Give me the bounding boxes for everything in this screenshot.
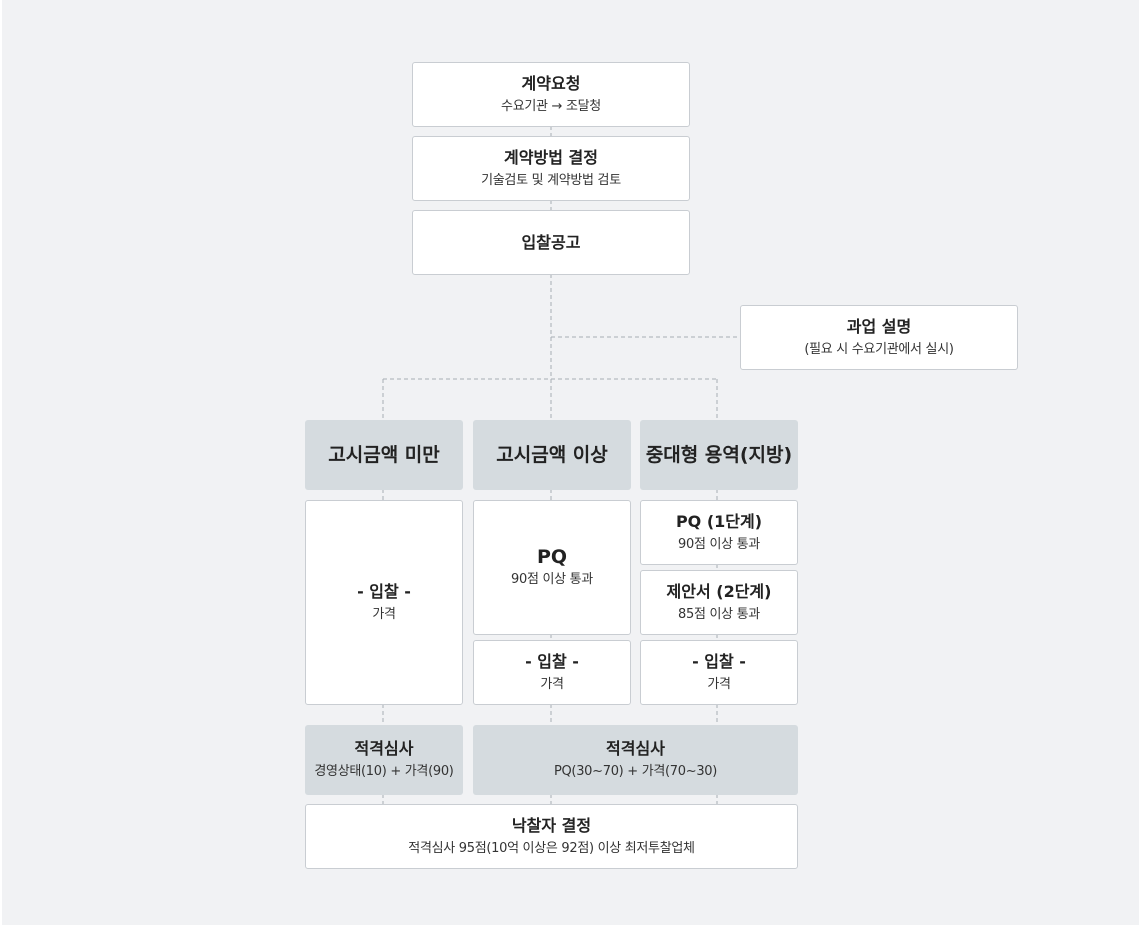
review-title: 적격심사: [354, 739, 414, 758]
bid-box: - 입찰 - 가격: [305, 500, 463, 705]
bid-box: - 입찰 - 가격: [473, 640, 631, 705]
step-bid-notice: 입찰공고: [412, 210, 690, 275]
bid-title: - 입찰 -: [692, 651, 746, 671]
step-subtitle: (필요 시 수요기관에서 실시): [804, 341, 954, 357]
award-title: 낙찰자 결정: [511, 815, 592, 835]
bid-subtitle: 가격: [707, 676, 731, 692]
bid-title: - 입찰 -: [525, 651, 579, 671]
column-header-over-threshold: 고시금액 이상: [473, 420, 631, 490]
step-title: 입찰공고: [521, 232, 581, 252]
pq-subtitle: 90점 이상 통과: [678, 536, 760, 552]
review-subtitle: PQ(30~70) + 가격(70~30): [553, 764, 718, 779]
pq-title: PQ: [536, 545, 568, 568]
column-header-under-threshold: 고시금액 미만: [305, 420, 463, 490]
bid-subtitle: 가격: [540, 676, 564, 692]
proposal-stage2-box: 제안서 (2단계) 85점 이상 통과: [640, 570, 798, 635]
step-title: 과업 설명: [846, 316, 912, 336]
column-header-label: 고시금액 이상: [496, 444, 608, 466]
proposal-subtitle: 85점 이상 통과: [678, 606, 760, 622]
qualification-review-over: 적격심사 PQ(30~70) + 가격(70~30): [473, 725, 798, 795]
step-subtitle: 기술검토 및 계약방법 검토: [481, 172, 621, 188]
step-contract-method: 계약방법 결정 기술검토 및 계약방법 검토: [412, 136, 690, 201]
pq-box: PQ 90점 이상 통과: [473, 500, 631, 635]
column-header-label: 고시금액 미만: [328, 444, 440, 466]
step-subtitle: 수요기관 → 조달청: [501, 98, 601, 114]
step-contract-request: 계약요청 수요기관 → 조달청: [412, 62, 690, 127]
review-subtitle: 경영상태(10) + 가격(90): [314, 764, 454, 779]
award-subtitle: 적격심사 95점(10억 이상은 92점) 이상 최저투찰업체: [408, 840, 695, 856]
bid-subtitle: 가격: [372, 606, 396, 622]
column-header-label: 중대형 용역(지방): [645, 444, 793, 466]
bid-box: - 입찰 - 가격: [640, 640, 798, 705]
qualification-review-under: 적격심사 경영상태(10) + 가격(90): [305, 725, 463, 795]
pq-title: PQ (1단계): [675, 511, 763, 531]
award-decision: 낙찰자 결정 적격심사 95점(10억 이상은 92점) 이상 최저투찰업체: [305, 804, 798, 869]
proposal-title: 제안서 (2단계): [666, 581, 772, 601]
step-task-briefing: 과업 설명 (필요 시 수요기관에서 실시): [740, 305, 1018, 370]
step-title: 계약요청: [521, 73, 581, 93]
pq-subtitle: 90점 이상 통과: [511, 571, 593, 587]
pq-stage1-box: PQ (1단계) 90점 이상 통과: [640, 500, 798, 565]
review-title: 적격심사: [606, 739, 665, 758]
bid-title: - 입찰 -: [357, 581, 411, 601]
step-title: 계약방법 결정: [504, 147, 598, 167]
column-header-large-service: 중대형 용역(지방): [640, 420, 798, 490]
